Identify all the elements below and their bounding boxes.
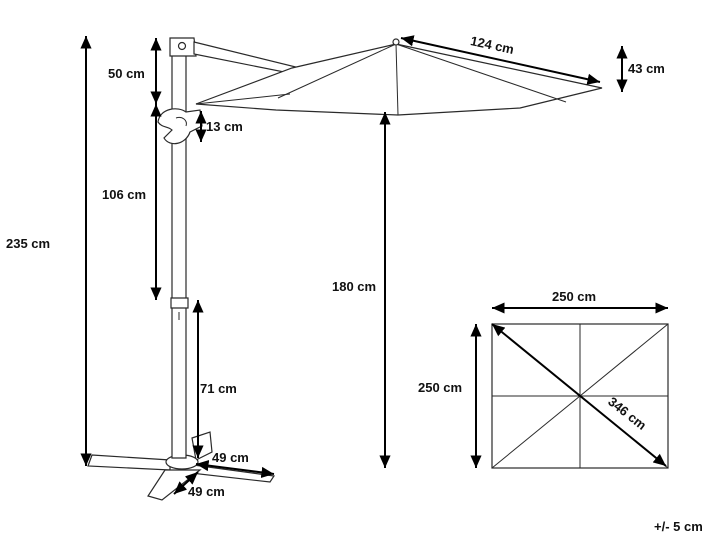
canopy bbox=[195, 38, 603, 116]
top-view bbox=[470, 302, 669, 469]
label-lower-pole: 71 cm bbox=[200, 381, 237, 396]
label-base-leg-a: 49 cm bbox=[212, 450, 249, 465]
pole-head bbox=[169, 37, 197, 57]
umbrella-drawing bbox=[87, 37, 603, 501]
dimension-arrows bbox=[80, 35, 628, 495]
label-tolerance: +/- 5 cm bbox=[654, 519, 703, 534]
label-top-view-depth: 250 cm bbox=[418, 380, 462, 395]
label-clearance: 180 cm bbox=[332, 279, 376, 294]
label-base-leg-b: 49 cm bbox=[188, 484, 225, 499]
label-upper-pole: 106 cm bbox=[102, 187, 146, 202]
label-arm-offset: 50 cm bbox=[108, 66, 145, 81]
label-crank-gap: 13 cm bbox=[206, 119, 243, 134]
crank-handle bbox=[157, 108, 203, 145]
label-canopy-rise: 43 cm bbox=[628, 61, 665, 76]
label-canopy-rib: 124 cm bbox=[469, 33, 515, 57]
label-top-view-width: 250 cm bbox=[552, 289, 596, 304]
label-total-height: 235 cm bbox=[6, 236, 50, 251]
